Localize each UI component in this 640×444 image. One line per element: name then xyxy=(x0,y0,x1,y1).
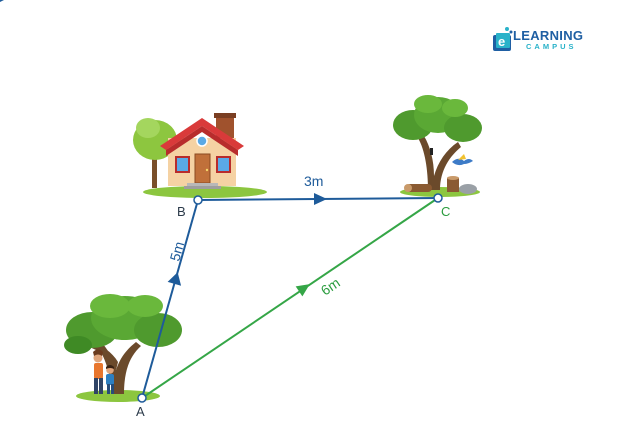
arrow-ac-head-icon xyxy=(295,284,310,297)
segment-bc-length: 3m xyxy=(304,173,323,189)
logo-line2: CAMPUS xyxy=(526,42,577,51)
tree-with-people-illustration xyxy=(64,294,182,402)
point-b-marker xyxy=(193,195,203,205)
house-illustration xyxy=(133,113,267,198)
elearning-campus-logo: e LEARNING CAMPUS xyxy=(492,24,602,54)
segment-ac-line xyxy=(141,197,439,399)
segment-ab-line xyxy=(141,199,199,399)
arrow-ab-head-icon xyxy=(167,272,182,286)
logo-book-icon: e xyxy=(493,27,513,51)
tree-with-bird-illustration xyxy=(393,95,482,197)
logo-mark-letter: e xyxy=(498,34,505,49)
point-a-label: A xyxy=(136,404,145,419)
segment-ab-length: 5m xyxy=(167,240,188,263)
segment-ac-length: 6m xyxy=(318,274,343,298)
logo-line1: LEARNING xyxy=(513,28,584,43)
point-c-marker xyxy=(433,193,443,203)
point-c-label: C xyxy=(441,204,450,219)
point-b-label: B xyxy=(177,204,186,219)
point-a-marker xyxy=(137,393,147,403)
arrow-bc-head-icon xyxy=(314,193,327,205)
